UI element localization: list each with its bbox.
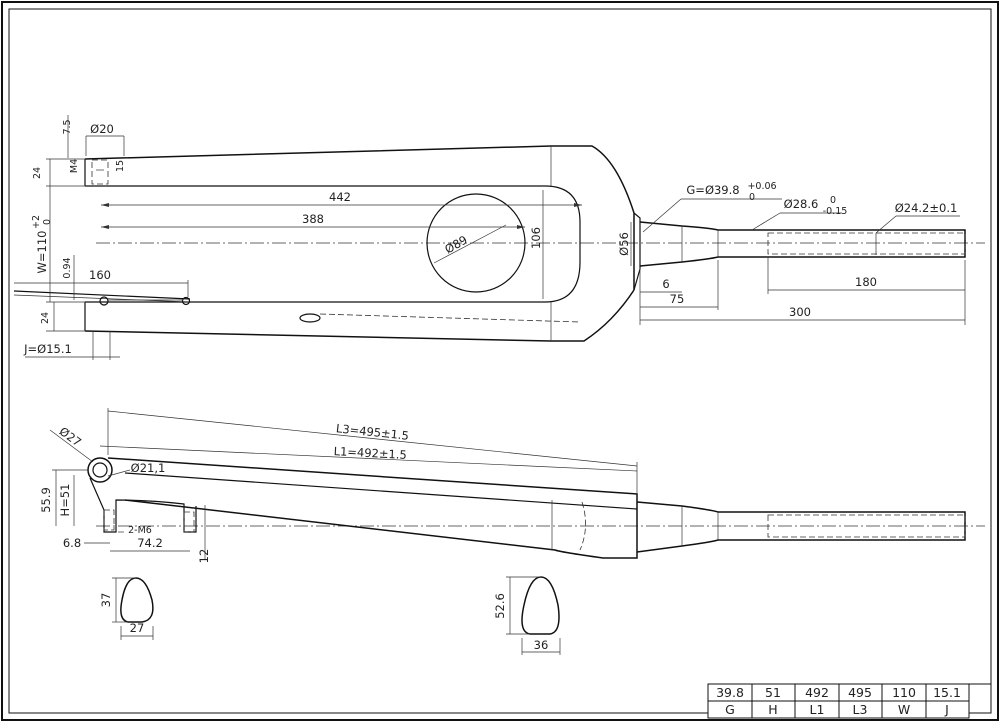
dropout-eye-right [181, 296, 191, 306]
spec-value-h: 51 [765, 685, 781, 700]
dim-15: 15 [115, 160, 126, 172]
section-large [521, 576, 560, 635]
dim-w-tol-upper: +2 [31, 215, 42, 229]
dim-g-tol-upper: +0.06 [747, 181, 776, 192]
spec-label-l1: L1 [810, 702, 825, 717]
dim-6-8: 6.8 [63, 536, 81, 550]
dropout-eye-left [99, 296, 109, 306]
dim-36: 36 [534, 638, 549, 652]
dim-0-94: 0.94 [62, 257, 73, 278]
dim-180: 180 [855, 275, 877, 289]
side-blade-mid [124, 472, 638, 510]
side-bolt-2 [183, 511, 195, 533]
dim-2-m6: 2-M6 [128, 525, 152, 536]
dim-w-tol-lower: 0 [42, 219, 53, 225]
section-small [120, 577, 154, 623]
lower-blade-inner [85, 261, 581, 303]
dim-g-tol-lower: 0 [749, 192, 755, 203]
axle-line [13, 290, 191, 300]
lower-blade-outline [84, 289, 635, 342]
dim-160: 160 [89, 268, 111, 282]
spec-label-h: H [768, 702, 777, 717]
spec-value-l1: 492 [805, 685, 829, 700]
side-blade-outline [107, 457, 638, 559]
dim-52-6: 52.6 [493, 593, 507, 619]
steerer-insert-hidden [767, 232, 966, 255]
spec-label-w: W [898, 702, 910, 717]
brake-hole [299, 313, 321, 323]
dim-dia24-2: Ø24.2±0.1 [895, 201, 958, 215]
side-view [87, 457, 985, 559]
dim-l1: L1=492±1.5 [333, 444, 407, 462]
axle-line-2 [13, 294, 191, 303]
dim-l3: L3=495±1.5 [335, 421, 409, 443]
disc-circle [426, 193, 526, 293]
dim-m4: M4 [69, 159, 80, 173]
dim-106: 106 [529, 227, 543, 249]
spec-value-w: 110 [892, 685, 916, 700]
dim-6: 6 [662, 277, 669, 291]
dim-dia89: Ø89 [442, 233, 470, 257]
upper-blade-outline [84, 145, 635, 214]
dim-12: 12 [197, 549, 211, 564]
top-view [13, 145, 985, 342]
side-crown-curve [579, 501, 586, 551]
dim-55-9: 55.9 [39, 487, 53, 513]
spec-table: 39.8 51 492 495 110 15.1 G H L1 L3 W J [707, 683, 991, 719]
side-steerer-insert [767, 514, 966, 538]
dim-24-top: 24 [32, 167, 43, 179]
dim-37: 37 [99, 593, 113, 608]
dim-h: H=51 [58, 484, 72, 517]
lower-blade-hidden-line [319, 313, 581, 323]
spec-label-l3: L3 [853, 702, 868, 717]
crown-race [633, 212, 641, 291]
dim-28-6-tol-upper: 0 [830, 195, 836, 206]
cross-sections: 37 27 52.6 36 [99, 576, 561, 655]
spec-value-j: 15.1 [933, 685, 961, 700]
dim-dia20: Ø20 [90, 122, 114, 136]
side-dropout-eye-inner [92, 462, 108, 478]
spec-label-g: G [725, 702, 735, 717]
dim-j: J=Ø15.1 [23, 342, 72, 356]
upper-blade-inner [85, 185, 581, 262]
steerer-taper-outline [639, 221, 966, 267]
dim-300: 300 [789, 305, 811, 319]
dim-dia21-1: Ø21,1 [131, 461, 166, 475]
upper-dropout-bolt [91, 159, 109, 185]
top-view-dimensions: 442 388 106 Ø89 7.5 Ø20 24 M4 15 W=110 +… [14, 115, 966, 360]
side-steerer-outline [636, 501, 966, 553]
dim-27: 27 [130, 621, 145, 635]
spec-label-j: J [944, 702, 949, 717]
dim-74-2: 74.2 [137, 536, 163, 550]
dim-24-bottom: 24 [40, 312, 51, 324]
dim-dia56: Ø56 [617, 232, 631, 256]
dim-g: G=Ø39.8 [686, 183, 739, 197]
side-dropout-eye [87, 457, 113, 483]
side-dropout-body [89, 477, 197, 533]
side-view-dimensions: L3=495±1.5 L1=492±1.5 Ø27 Ø21,1 55.9 H=5… [39, 408, 638, 564]
dim-75: 75 [670, 292, 685, 306]
dim-dia27: Ø27 [57, 424, 84, 449]
dim-dia28-6: Ø28.6 [784, 197, 819, 211]
dim-442: 442 [329, 190, 351, 204]
spec-value-l3: 495 [848, 685, 872, 700]
spec-value-g: 39.8 [716, 685, 744, 700]
dim-7-5: 7.5 [62, 119, 73, 134]
dim-28-6-tol-lower: -0.15 [823, 206, 848, 217]
dim-w: W=110 [35, 231, 49, 274]
side-bolt-1 [103, 509, 115, 531]
drawing-border [8, 8, 992, 714]
dim-388: 388 [302, 212, 324, 226]
